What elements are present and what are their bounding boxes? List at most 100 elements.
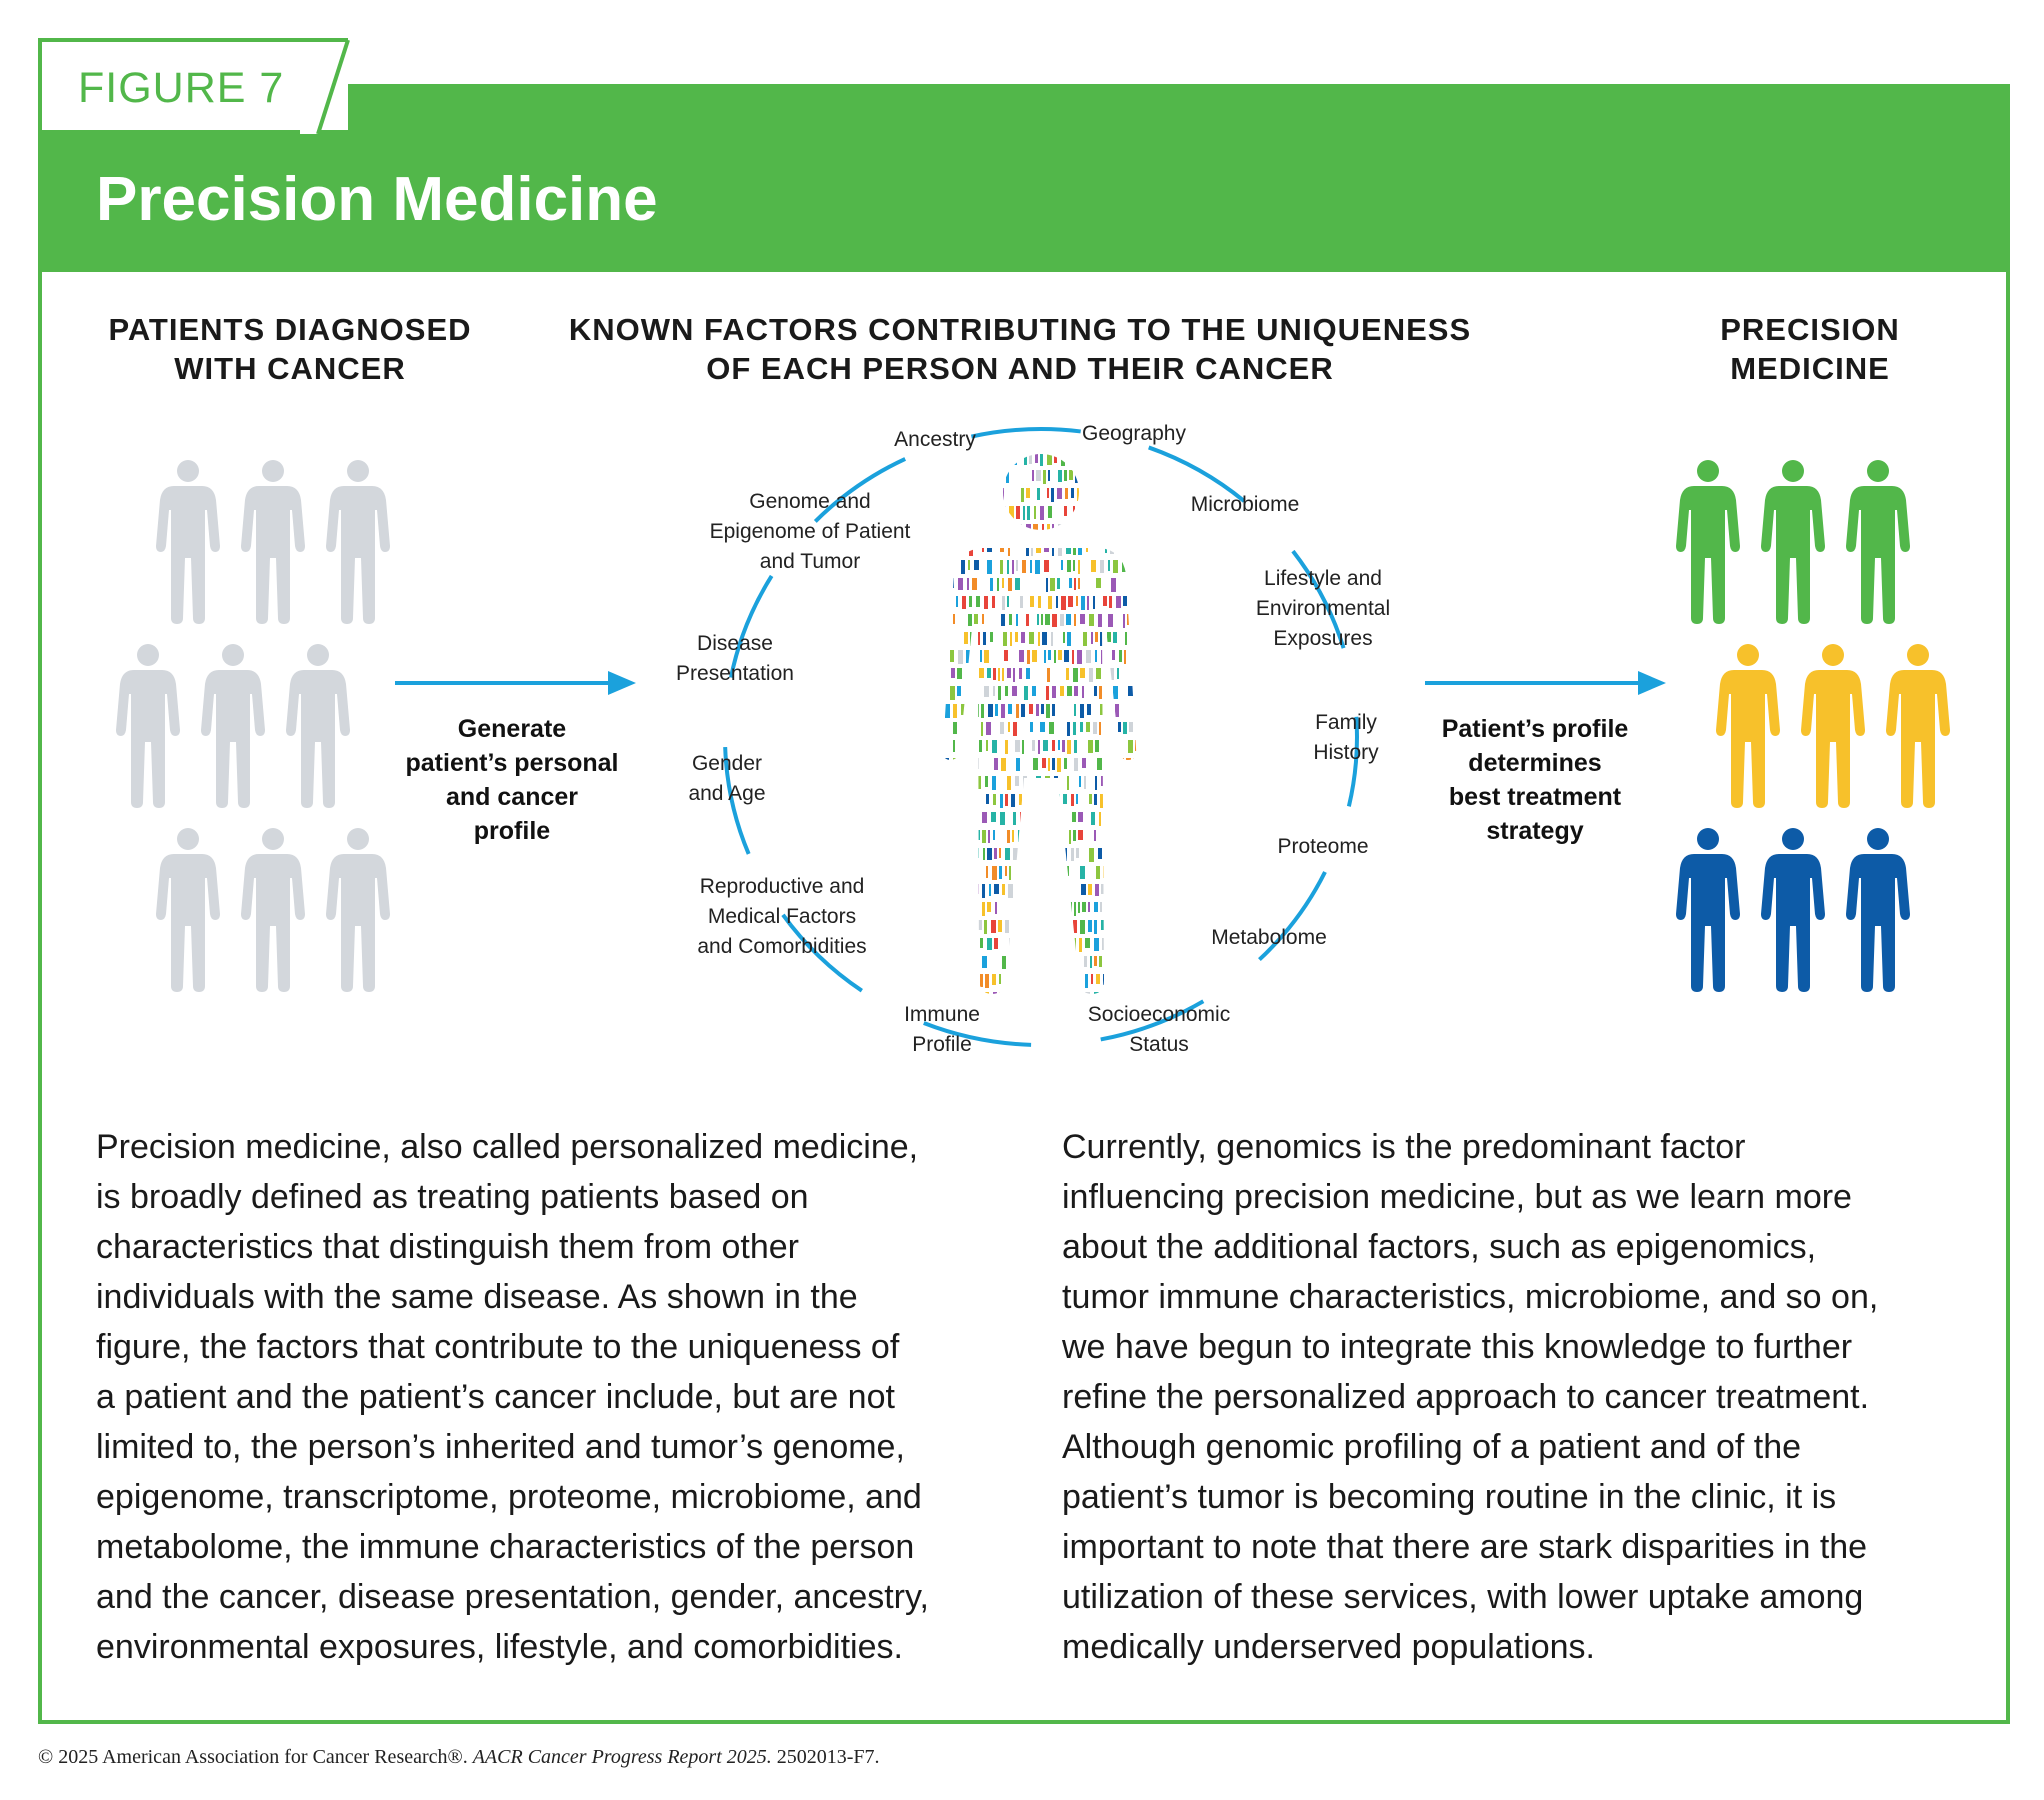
genome-bar [995, 524, 1000, 536]
genome-bar [1074, 578, 1076, 590]
patient-icon-yellow [1886, 644, 1950, 808]
genome-bar [984, 596, 988, 609]
genome-bar [1085, 938, 1090, 948]
genome-bar [993, 992, 997, 994]
genome-bar [1125, 632, 1127, 645]
genome-bar [1131, 956, 1134, 970]
genome-bar [1009, 956, 1013, 966]
genome-bar [993, 830, 995, 840]
genome-bar [942, 812, 946, 826]
genome-bar [1005, 848, 1010, 860]
genome-bar [1016, 956, 1018, 968]
genome-bar [1019, 794, 1022, 805]
genome-bar [1138, 668, 1142, 678]
genome-bar [1047, 524, 1050, 536]
genome-bar [987, 938, 992, 950]
genome-bar [961, 704, 965, 715]
genome-bar [1019, 668, 1022, 679]
genome-bar [1016, 560, 1018, 571]
genome-bar [1114, 866, 1116, 879]
genome-bar [994, 884, 999, 894]
factor-label-line: Medical Factors [707, 905, 857, 928]
genome-bar [1044, 650, 1046, 663]
genome-bar [1101, 650, 1103, 664]
genome-bar [938, 596, 940, 606]
genome-bar [983, 632, 986, 645]
genome-bar [1128, 740, 1133, 753]
genome-bar [945, 776, 948, 789]
patient-icon-blue [1676, 828, 1740, 992]
genome-bar [953, 506, 958, 519]
genome-bar [1058, 542, 1062, 556]
caption-left-line-2: patient’s personal [405, 749, 619, 777]
genome-bar [987, 560, 992, 574]
genome-bar [1123, 848, 1127, 861]
genome-bar [945, 704, 950, 718]
genome-bar [1037, 614, 1039, 625]
precision-medicine-groups [1676, 460, 1950, 992]
genome-bar [1091, 632, 1093, 644]
heading-factors-line-1: KNOWN FACTORS CONTRIBUTING TO THE UNIQUE… [568, 312, 1472, 347]
genome-bar [957, 686, 961, 696]
genome-bar [985, 974, 989, 988]
genome-bar [1135, 884, 1137, 897]
genome-bar [999, 506, 1002, 519]
caption-right-line-2: determines [1468, 749, 1602, 777]
paragraph-line: individuals with the same disease. As sh… [96, 1278, 858, 1316]
genome-bar [1009, 454, 1011, 464]
genome-bar [1074, 704, 1076, 716]
genome-bar [968, 560, 970, 570]
genome-bar [990, 632, 993, 642]
genome-bar [1067, 560, 1071, 572]
genome-bar [1030, 974, 1034, 985]
genome-bar [1115, 884, 1119, 898]
genome-bar [944, 506, 947, 516]
genome-bar [1128, 686, 1133, 696]
genome-bar [985, 470, 990, 480]
genome-bar [1109, 470, 1113, 483]
genome-bar [1037, 488, 1040, 500]
genome-bar [942, 578, 945, 590]
genome-bar [1089, 524, 1092, 534]
genome-bar [1064, 506, 1067, 516]
genome-bar [938, 848, 940, 859]
genome-bar [1113, 686, 1118, 699]
factor-label-geography: Geography [1082, 419, 1186, 449]
genome-bar [1068, 596, 1073, 607]
genome-bar [1032, 740, 1035, 751]
genome-bar [1037, 938, 1039, 949]
genome-bar [1020, 812, 1024, 823]
genome-bar [1001, 614, 1005, 626]
genome-bar [1117, 668, 1119, 679]
genome-bar [1113, 632, 1117, 643]
genome-bar [959, 902, 963, 912]
paragraph-line: is broadly defined as treating patients … [96, 1178, 809, 1216]
genome-bar [1113, 974, 1116, 986]
genome-bar [1097, 758, 1102, 770]
genome-bar [1012, 686, 1017, 696]
factor-label-line: Metabolome [1211, 926, 1327, 949]
genome-bar [1133, 902, 1137, 916]
genome-bar [1057, 758, 1061, 772]
genome-bar [1021, 632, 1025, 643]
genome-bar [994, 938, 998, 949]
genome-bar [1116, 488, 1121, 499]
patients-diagnosed-group [116, 460, 390, 992]
genome-bar [1040, 506, 1044, 520]
genome-bar [1021, 704, 1025, 717]
genome-bar [959, 758, 964, 770]
genome-bar [1063, 632, 1065, 643]
genome-bar [1033, 758, 1038, 770]
patient-icon-green [1676, 460, 1740, 624]
genome-bar [974, 902, 978, 912]
genome-bar [1095, 776, 1097, 790]
genome-bar [938, 632, 941, 646]
heading-patients: PATIENTS DIAGNOSED WITH CANCER [90, 310, 490, 388]
genome-bar [1094, 992, 1099, 994]
genome-bar [969, 596, 972, 607]
genome-bar [974, 668, 977, 679]
genome-bar [1114, 848, 1119, 858]
genome-bar [1051, 488, 1054, 502]
genome-bar [1086, 722, 1090, 732]
genome-bar [942, 920, 947, 930]
